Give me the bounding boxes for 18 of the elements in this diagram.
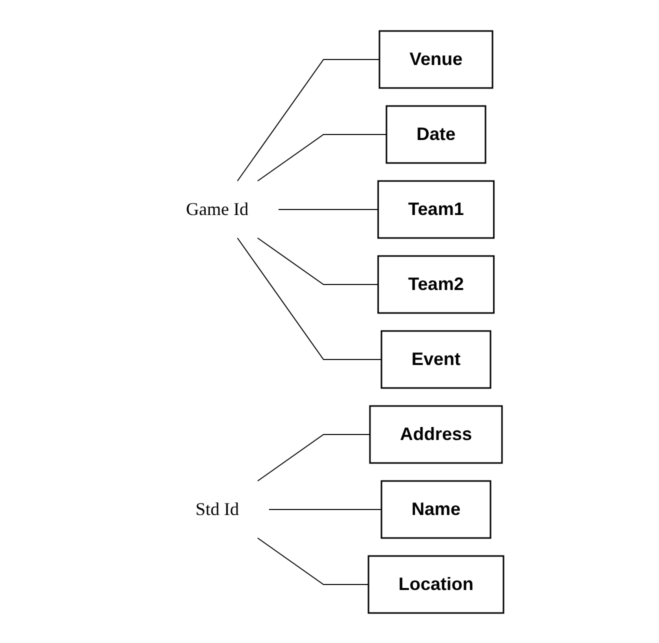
node-box: Team1 (377, 180, 494, 238)
node-box: Date (385, 104, 486, 164)
node-box: Event (380, 330, 491, 388)
connector (256, 537, 369, 584)
connector (256, 237, 378, 284)
connector (256, 134, 387, 181)
node-box: Name (380, 480, 491, 538)
node-text: Game Id (186, 198, 248, 218)
node-box: Location (367, 554, 504, 614)
connector (256, 434, 370, 481)
node-box: Team2 (377, 254, 494, 314)
connector (268, 508, 382, 510)
connector (278, 208, 378, 210)
node-box: Address (368, 404, 502, 464)
node-box: Venue (378, 30, 493, 88)
node-text: Std Id (195, 498, 239, 518)
connector (236, 237, 382, 360)
connector (236, 58, 380, 181)
